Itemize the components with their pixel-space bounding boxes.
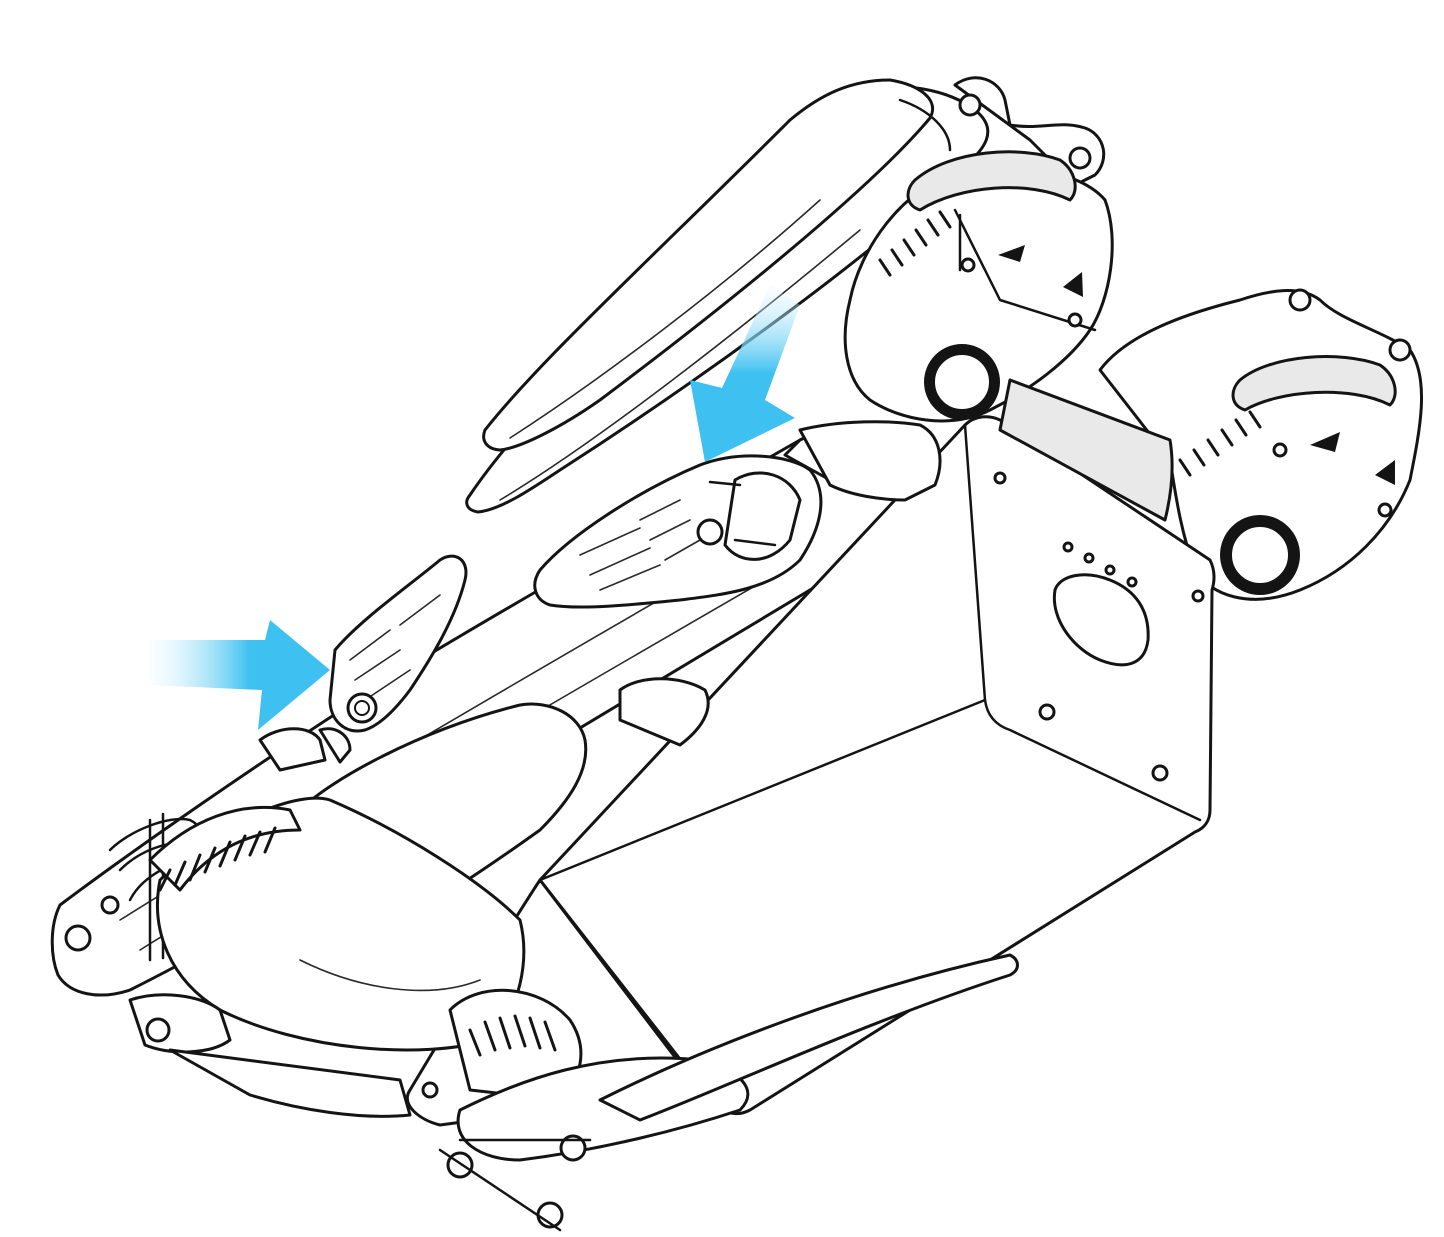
- battery-latch-panel: [1052, 573, 1150, 667]
- arrow-icon: [150, 620, 330, 730]
- rear-arm-cover: [128, 677, 710, 1118]
- arrow-icon: [690, 285, 800, 462]
- rear-arm-latch: [258, 554, 468, 772]
- status-leds: [1062, 541, 1138, 588]
- motor-cooling-fins-lower: [1178, 410, 1262, 477]
- arrow-front-arm-release: [690, 285, 800, 462]
- rear-fan-left: [148, 805, 302, 892]
- arrow-rear-arm-release: [150, 620, 330, 730]
- rear-fan-right: [448, 988, 583, 1102]
- front-motor-lower: [1098, 288, 1424, 601]
- front-motor-upper: [843, 76, 1114, 423]
- lower-propeller-blades: [438, 953, 1019, 1232]
- motor-cooling-fins-upper: [878, 210, 952, 277]
- upper-propeller-blades: [465, 78, 990, 514]
- latch-screw-front: [696, 518, 724, 546]
- front-arm-latch: [533, 420, 942, 609]
